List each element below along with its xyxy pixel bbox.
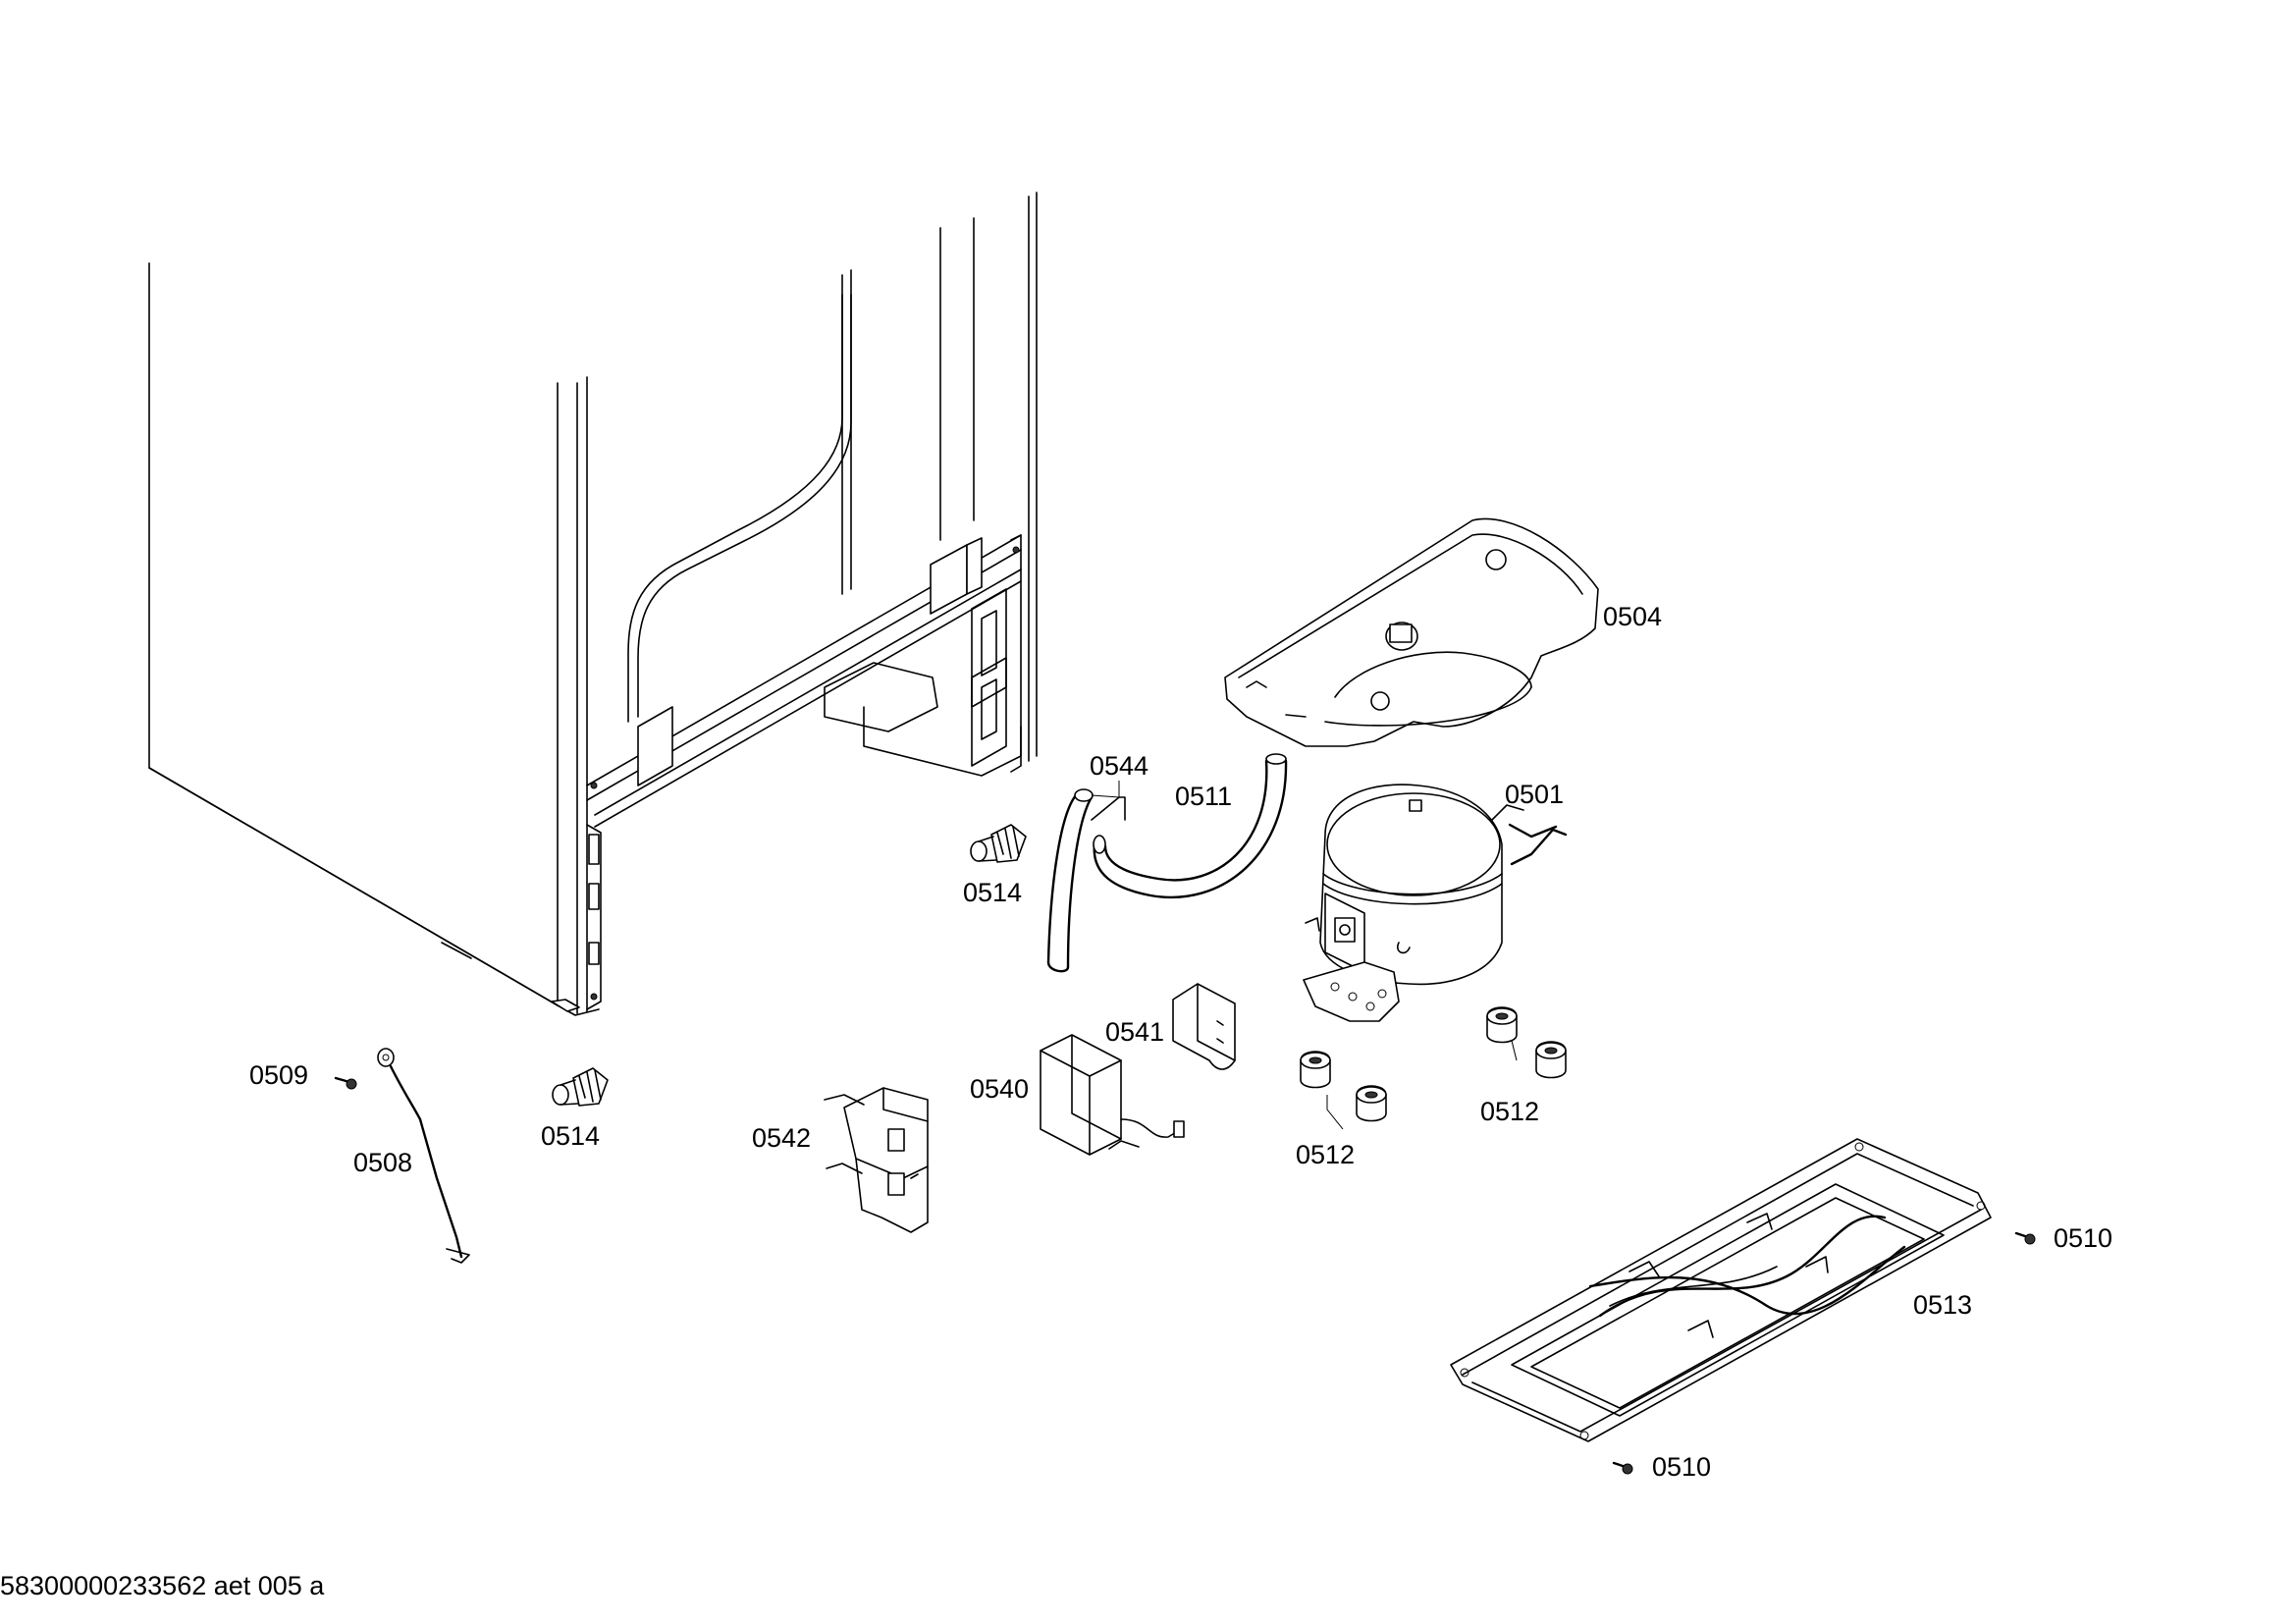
part-0540-relay-box (1040, 1034, 1185, 1156)
label-0504: 0504 (1603, 602, 1662, 631)
label-0509: 0509 (249, 1060, 308, 1090)
label-0514-bottom: 0514 (541, 1121, 600, 1151)
part-0504-drip-tray (1224, 517, 1599, 747)
part-0512-rubber-feet-right (1486, 1006, 1567, 1079)
part-0542-bracket (824, 1087, 929, 1233)
label-0540: 0540 (970, 1074, 1029, 1104)
part-labels: 0504 0544 0511 0501 0514 0541 0540 0509 … (249, 602, 2112, 1482)
document-code: 58300000233562 aet 005 a (0, 1571, 325, 1600)
label-0512-right: 0512 (1480, 1097, 1539, 1126)
label-0513: 0513 (1913, 1290, 1972, 1320)
label-0541: 0541 (1105, 1017, 1164, 1047)
label-0508: 0508 (353, 1148, 412, 1177)
part-0509-screw (334, 1076, 357, 1090)
label-0544: 0544 (1090, 751, 1148, 781)
label-0542: 0542 (752, 1123, 811, 1153)
part-0541-cover (1172, 983, 1236, 1070)
fridge-cabinet (148, 191, 1038, 1016)
part-0511-bent-hose (1091, 753, 1288, 898)
label-0510-bottom: 0510 (1652, 1452, 1711, 1482)
part-0508-ground-wire (377, 1048, 470, 1264)
part-0513-base-plate (1450, 1138, 1992, 1442)
label-0512-left: 0512 (1296, 1140, 1355, 1169)
part-0510-screw-top (2014, 1231, 2036, 1245)
label-0510-top: 0510 (2054, 1223, 2112, 1253)
label-0511: 0511 (1175, 782, 1232, 811)
part-0514-grommet-top (970, 824, 1027, 863)
part-0544-hose (1046, 788, 1094, 973)
part-0510-screw-bottom (1612, 1461, 1633, 1475)
part-0512-rubber-feet-left (1300, 1051, 1387, 1122)
part-0514-grommet-bottom (552, 1067, 609, 1107)
label-0501: 0501 (1505, 780, 1564, 809)
leader-lines (1091, 781, 1518, 1130)
label-0514-top: 0514 (963, 878, 1022, 907)
part-0501-compressor (1303, 784, 1568, 1022)
